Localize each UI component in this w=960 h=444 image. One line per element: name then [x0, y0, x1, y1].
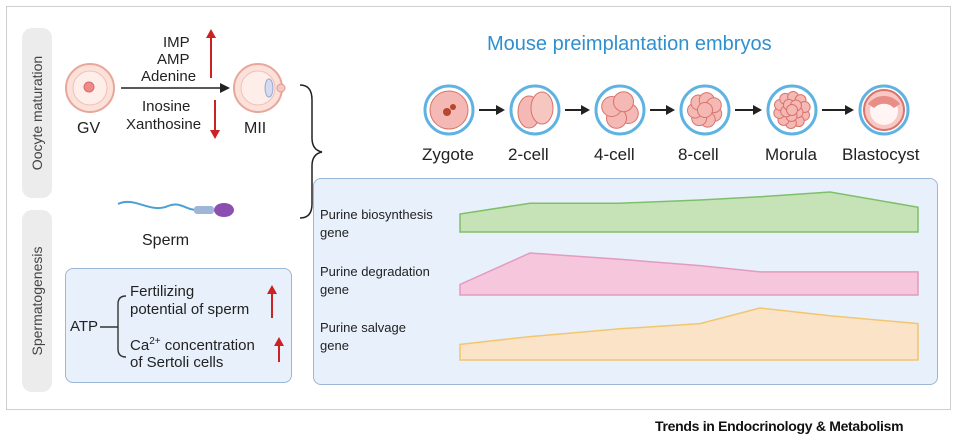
stage-label-8-cell: 8-cell: [678, 145, 719, 164]
mii-label: MII: [244, 120, 267, 137]
spermatogenesis-side-label: Spermatogenesis: [22, 210, 52, 392]
atp-bracket: [100, 295, 127, 358]
embryo-title: Mouse preimplantation embryos: [487, 33, 772, 55]
gene-label-biosynthesis-2: gene: [320, 225, 349, 240]
gv-label: GV: [77, 120, 101, 137]
calcium-up-arrow-icon: [274, 337, 284, 362]
gv-oocyte-icon: [65, 63, 115, 113]
embryo-4-cell-icon: [594, 84, 646, 136]
metabolite-xanthosine: Xanthosine: [126, 116, 202, 133]
calcium-superscript: 2+: [149, 336, 161, 347]
mii-oocyte-icon: [233, 63, 286, 113]
stage-arrow: [650, 105, 675, 115]
embryo-2-cell-icon: [509, 84, 561, 136]
gene-label-salvage-2: gene: [320, 338, 349, 353]
embryo-stages: [423, 84, 910, 136]
metabolite-inosine: Inosine: [142, 98, 191, 115]
embryo-zygote-icon: [423, 84, 475, 136]
stage-label-blastocyst: Blastocyst: [842, 145, 920, 164]
gene-profiles: [459, 191, 919, 361]
oocyte-maturation-side-label: Oocyte maturation: [22, 28, 52, 198]
metabolite-adenine: Adenine: [141, 68, 197, 85]
calcium-suffix: concentration: [160, 337, 255, 354]
stage-label-2-cell: 2-cell: [508, 145, 549, 164]
stage-arrow: [735, 105, 762, 115]
gene-label-degradation-2: gene: [320, 282, 349, 297]
gene-profile-salvage: [459, 307, 919, 361]
sperm-icon: [117, 201, 234, 217]
fertilizing-line-2: potential of sperm: [130, 301, 250, 318]
maturation-arrow: [121, 83, 230, 93]
embryo-blastocyst-icon: [858, 84, 910, 136]
sperm-label: Sperm: [142, 232, 190, 249]
metabolite-up-arrow-icon: [206, 29, 216, 78]
stage-label-4-cell: 4-cell: [594, 145, 635, 164]
grouping-brace: [299, 84, 323, 219]
embryo-morula-icon: [766, 84, 818, 136]
metabolite-imp: IMP: [163, 34, 190, 51]
metabolite-amp: AMP: [157, 51, 190, 68]
atp-panel: [65, 268, 292, 383]
gene-profile-biosynthesis: [459, 191, 919, 233]
stage-arrow: [479, 105, 505, 115]
calcium-line-1: Ca2+ concentration: [130, 336, 255, 354]
journal-credit: Trends in Endocrinology & Metabolism: [655, 418, 904, 434]
atp-label: ATP: [70, 318, 99, 335]
calcium-line-2: of Sertoli cells: [130, 354, 224, 371]
stage-label-morula: Morula: [765, 145, 817, 164]
calcium-prefix: Ca: [130, 337, 150, 354]
stage-label-zygote: Zygote: [422, 145, 474, 164]
gene-label-salvage-1: Purine salvage: [320, 320, 406, 335]
gene-label-degradation-1: Purine degradation: [320, 264, 430, 279]
metabolite-down-arrow-icon: [210, 100, 220, 139]
stage-arrow: [822, 105, 854, 115]
fertilizing-line-1: Fertilizing: [130, 283, 195, 300]
gene-label-biosynthesis-1: Purine biosynthesis: [320, 207, 433, 222]
stage-arrow: [565, 105, 590, 115]
gene-profile-degradation: [459, 252, 919, 296]
fertilizing-up-arrow-icon: [267, 285, 277, 318]
embryo-8-cell-icon: [679, 84, 731, 136]
